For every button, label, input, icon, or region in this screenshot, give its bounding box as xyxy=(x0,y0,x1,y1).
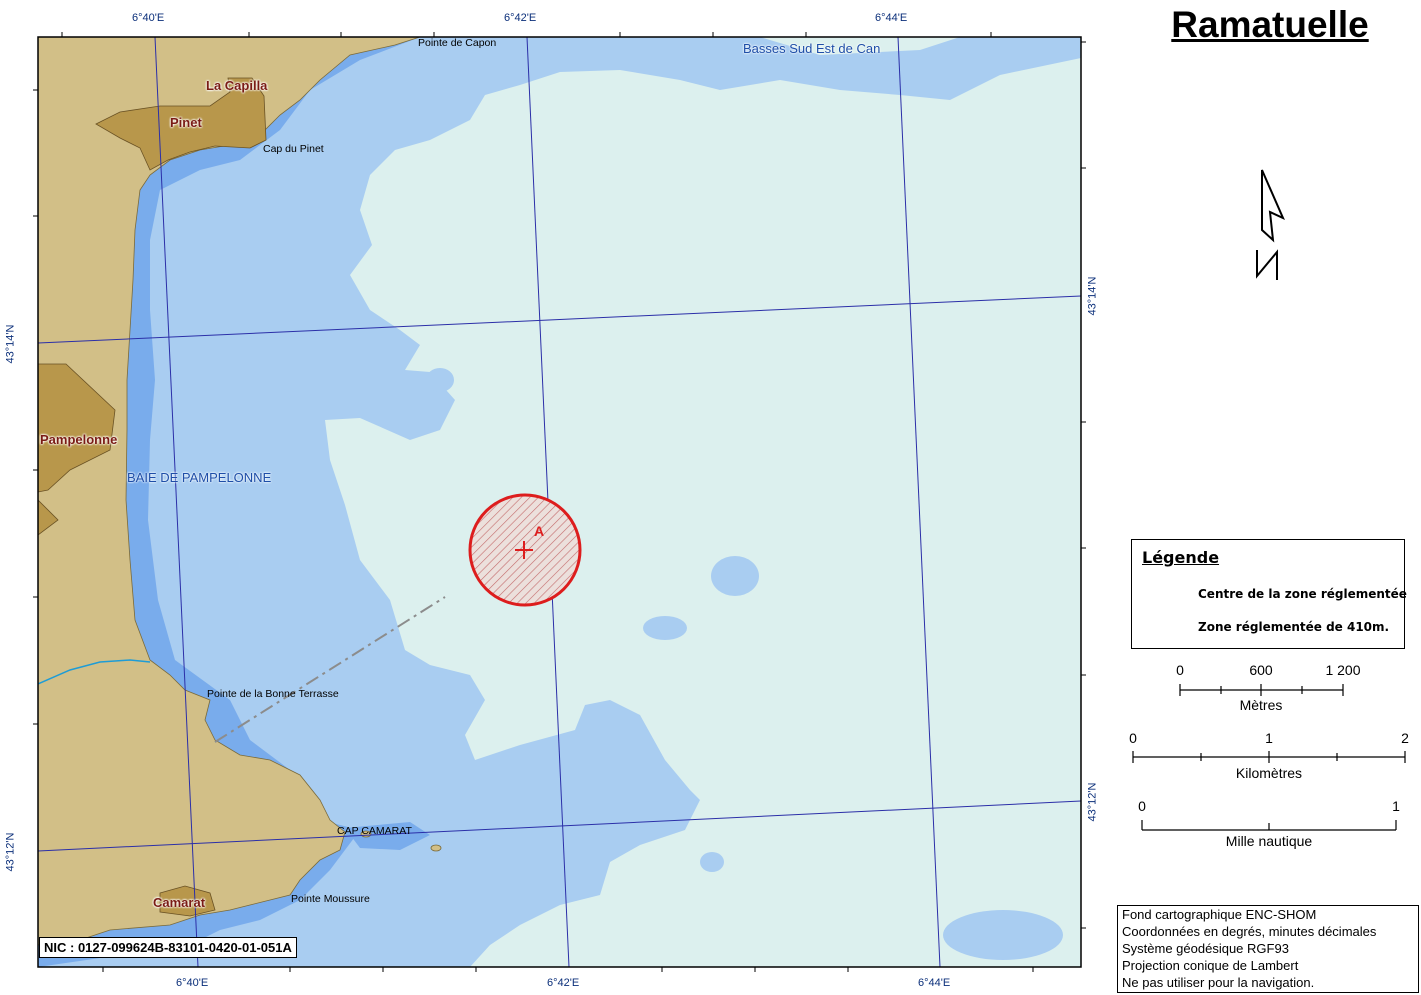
scale-unit-label: Kilomètres xyxy=(1235,765,1303,781)
zone-center-cross xyxy=(515,541,533,559)
mid-depth-water xyxy=(38,37,1081,967)
sea-label: BAIE DE PAMPELONNE xyxy=(127,470,272,485)
scale-tick-label: 600 xyxy=(1249,662,1273,678)
info-line: Ne pas utiliser pour la navigation. xyxy=(1122,975,1315,990)
scale-tick-label: 1 xyxy=(1265,730,1273,746)
town-area xyxy=(159,885,216,917)
info-line: Système géodésique RGF93 xyxy=(1122,941,1289,956)
shallow-patch xyxy=(345,822,430,850)
legend-title: Légende xyxy=(1142,548,1220,567)
lon-label-bottom: 6°40'E xyxy=(176,977,209,989)
dash-dot-line xyxy=(214,596,446,743)
town-area xyxy=(38,363,116,493)
shoal-patch xyxy=(711,556,759,596)
zone-label: A xyxy=(534,523,545,539)
scale-tick-label: 1 xyxy=(1392,798,1400,814)
scale-tick-label: 0 xyxy=(1176,662,1184,678)
info-line: Coordonnées en degrés, minutes décimales xyxy=(1122,924,1377,939)
shoal-patch xyxy=(700,852,724,872)
lon-label-top: 6°40'E xyxy=(132,12,165,24)
lon-label-top: 6°42'E xyxy=(504,12,537,24)
town-area xyxy=(95,77,267,171)
scale-tick-label: 0 xyxy=(1129,730,1137,746)
info-line: Fond cartographique ENC-SHOM xyxy=(1122,907,1317,922)
scale-unit-label: Mille nautique xyxy=(1225,833,1313,849)
sea-label: Basses Sud Est de Can xyxy=(743,41,881,56)
scale-bar-km xyxy=(1132,751,1406,763)
lon-label-top: 6°44'E xyxy=(875,12,908,24)
graticule xyxy=(38,37,1081,967)
nic-label: NIC : 0127-099624B-83101-0420-01-051A xyxy=(39,937,297,958)
legend-box: Légende Centre de la zone réglementée Zo… xyxy=(1131,539,1407,649)
shoal-patch xyxy=(943,910,1063,960)
scale-unit-label: Mètres xyxy=(1239,697,1283,713)
place-label: CAP CAMARAT xyxy=(337,825,412,837)
town-area xyxy=(38,499,59,536)
lat-label-right: 43°12'N xyxy=(1086,782,1099,822)
scale-bar-nm xyxy=(1141,820,1397,831)
north-arrow-icon xyxy=(1256,169,1285,280)
lon-label-bottom: 6°42'E xyxy=(547,977,580,989)
town-label: La Capilla xyxy=(206,78,268,93)
place-label: Cap du Pinet xyxy=(263,143,324,155)
lat-label-right: 43°14'N xyxy=(1086,276,1099,316)
map-title: Ramatuelle xyxy=(1171,4,1369,45)
shoal-patch xyxy=(643,616,687,640)
shoal-patch xyxy=(426,368,454,392)
info-line: Projection conique de Lambert xyxy=(1122,958,1299,973)
info-box: Fond cartographique ENC-SHOM Coordonnées… xyxy=(1117,905,1419,993)
scale-tick-label: 1 200 xyxy=(1325,662,1361,678)
town-label: Camarat xyxy=(153,895,206,910)
scale-bar-metres xyxy=(1179,684,1344,696)
place-label: Pointe Moussure xyxy=(291,893,370,905)
place-label: Pointe de la Bonne Terrasse xyxy=(207,688,339,700)
map-frame xyxy=(37,36,1082,968)
place-label: Pointe de Capon xyxy=(418,37,497,49)
legend-item-center: Centre de la zone réglementée xyxy=(1198,587,1407,601)
lat-label-left: 43°12'N xyxy=(4,832,17,872)
frame-ticks xyxy=(33,32,1086,972)
legend-item-zone: Zone réglementée de 410m. xyxy=(1198,620,1390,634)
river xyxy=(38,659,151,685)
town-label: Pinet xyxy=(170,115,202,130)
town-label: Pampelonne xyxy=(40,432,118,447)
islet xyxy=(430,844,442,852)
scale-tick-label: 2 xyxy=(1401,730,1409,746)
lat-label-left: 43°14'N xyxy=(4,324,17,364)
lon-label-bottom: 6°44'E xyxy=(918,977,951,989)
scale-tick-label: 0 xyxy=(1138,798,1146,814)
